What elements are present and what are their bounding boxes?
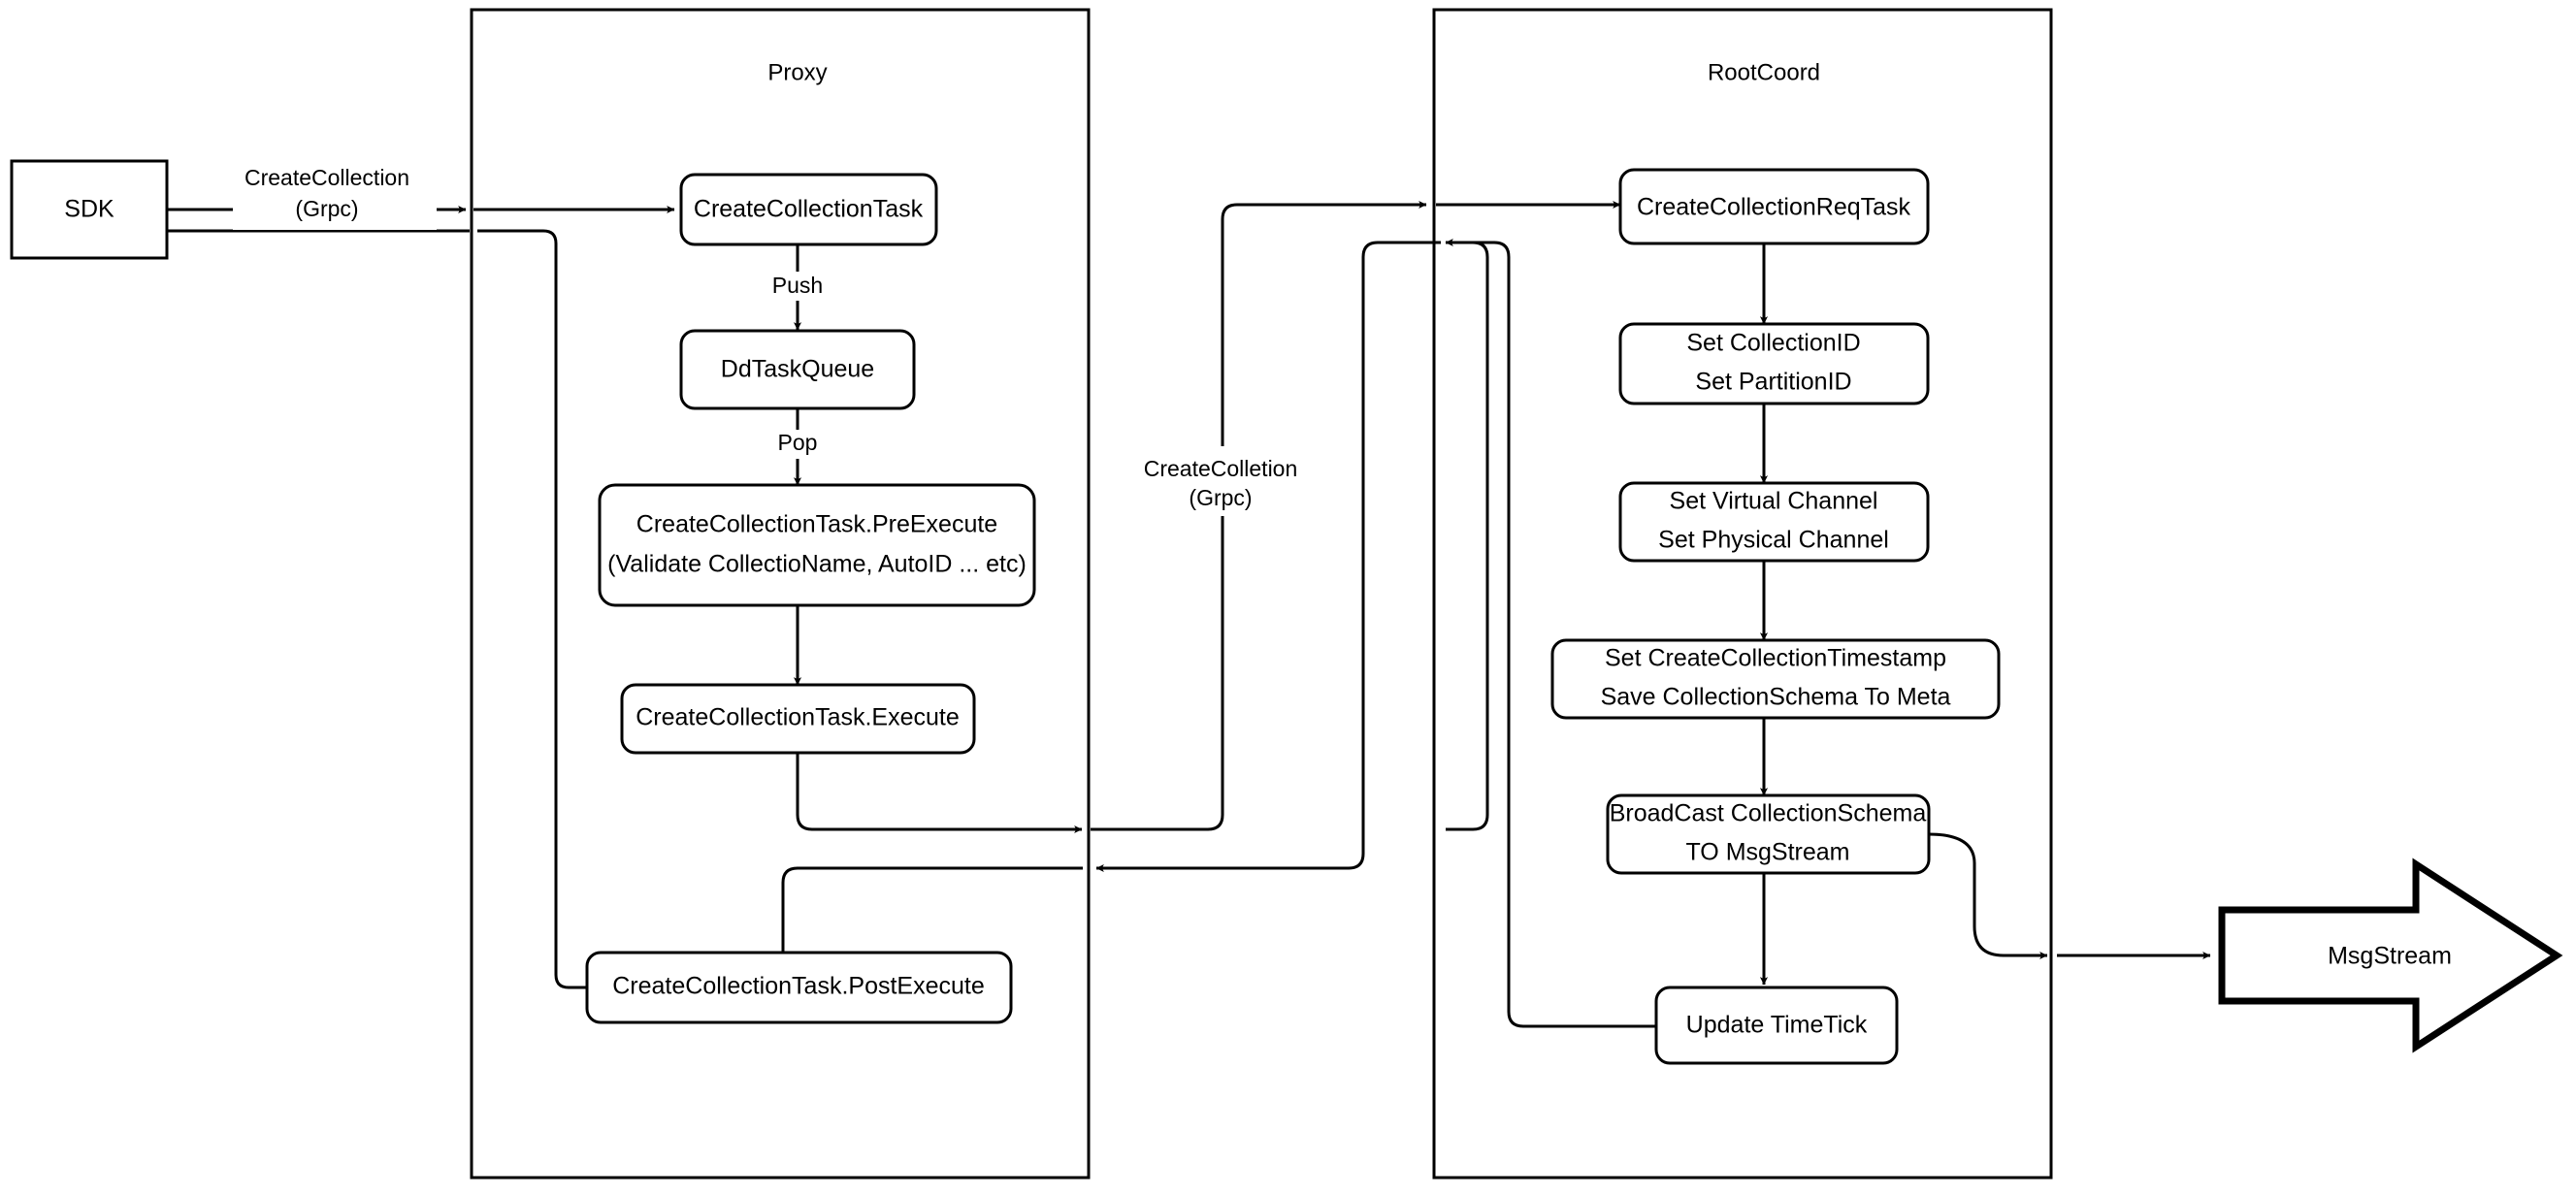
set-channels-label-line1: Set Virtual Channel <box>1670 488 1878 515</box>
node-set-ids[interactable]: Set CollectionID Set PartitionID <box>1618 322 1930 405</box>
node-dd-task-queue[interactable]: DdTaskQueue <box>679 329 916 410</box>
rootcoord-container-title: RootCoord <box>1708 59 1820 85</box>
sdk-label: SDK <box>64 196 114 223</box>
node-update-timetick[interactable]: Update TimeTick <box>1654 986 1899 1065</box>
set-ids-label-line2: Set PartitionID <box>1695 369 1851 396</box>
node-create-collection-req-task[interactable]: CreateCollectionReqTask <box>1618 168 1930 245</box>
edge-broadcast-to-msgstream-segment1 <box>1928 832 2048 960</box>
set-ids-label-line1: Set CollectionID <box>1686 330 1860 357</box>
edge-response-to-postexecute <box>778 866 1083 971</box>
set-ids-rect <box>1618 322 1930 405</box>
pre-execute-label-line2: (Validate CollectioName, AutoID ... etc) <box>607 551 1027 578</box>
push-label: Push <box>772 273 823 298</box>
broadcast-label-line1: BroadCast CollectionSchema <box>1610 800 1927 827</box>
edge-timetick-back-up <box>1493 241 1656 1028</box>
execute-label: CreateCollectionTask.Execute <box>636 704 960 731</box>
edge-proxy-to-rootcoord-request <box>1091 200 1427 831</box>
dd-task-queue-label: DdTaskQueue <box>721 356 874 383</box>
edge-timetick-up-to-rootcoord-boundary <box>1446 241 1489 831</box>
set-meta-rect <box>1550 638 2001 720</box>
node-pre-execute[interactable]: CreateCollectionTask.PreExecute (Validat… <box>598 483 1036 607</box>
label-knockout-2 <box>1121 446 1329 516</box>
edge-postexecute-to-boundary <box>477 229 587 989</box>
proxy-to-rootcoord-label-line1: CreateColletion <box>1144 456 1298 481</box>
edge-rootcoord-to-proxy-response <box>1095 241 1441 873</box>
edge-label-sdk-to-proxy: CreateCollection (Grpc) <box>233 160 437 230</box>
create-collection-task-rect <box>679 173 938 246</box>
broadcast-rect <box>1606 793 1931 875</box>
update-timetick-label: Update TimeTick <box>1686 1012 1868 1039</box>
proxy-to-rootcoord-label-line2: (Grpc) <box>1189 485 1252 510</box>
pre-execute-rect <box>598 483 1036 607</box>
create-collection-req-task-rect <box>1618 168 1930 245</box>
node-create-collection-task[interactable]: CreateCollectionTask <box>679 173 938 246</box>
label-knockout-1 <box>233 160 437 230</box>
execute-rect <box>620 683 976 755</box>
msgstream-label: MsgStream <box>2328 943 2452 970</box>
node-msgstream[interactable]: MsgStream <box>2218 857 2563 1053</box>
msgstream-block-arrow-shape <box>2218 857 2563 1053</box>
dd-task-queue-rect <box>679 329 916 410</box>
edge-label-proxy-to-rootcoord: CreateColletion (Grpc) <box>1121 446 1329 516</box>
node-set-channels[interactable]: Set Virtual Channel Set Physical Channel <box>1618 481 1930 563</box>
node-execute[interactable]: CreateCollectionTask.Execute <box>620 683 976 755</box>
node-set-meta[interactable]: Set CreateCollectionTimestamp Save Colle… <box>1550 638 2001 720</box>
sdk-to-proxy-label-line2: (Grpc) <box>295 196 358 221</box>
edge-label-pop: Pop <box>764 430 831 459</box>
post-execute-rect <box>585 951 1013 1024</box>
set-channels-label-line2: Set Physical Channel <box>1658 527 1889 554</box>
pre-execute-label-line1: CreateCollectionTask.PreExecute <box>636 511 997 538</box>
set-meta-label-line1: Set CreateCollectionTimestamp <box>1605 645 1946 672</box>
label-knockout-pop <box>764 430 831 459</box>
post-execute-label: CreateCollectionTask.PostExecute <box>612 973 985 1000</box>
node-broadcast[interactable]: BroadCast CollectionSchema TO MsgStream <box>1606 793 1931 875</box>
update-timetick-rect <box>1654 986 1899 1065</box>
proxy-container-title: Proxy <box>767 59 827 85</box>
create-collection-req-task-label: CreateCollectionReqTask <box>1637 194 1911 221</box>
label-knockout-push <box>759 272 836 301</box>
set-channels-rect <box>1618 481 1930 563</box>
node-sdk[interactable]: SDK <box>10 159 169 260</box>
create-collection-task-label: CreateCollectionTask <box>694 196 924 223</box>
edge-label-push: Push <box>759 272 836 301</box>
sdk-rect <box>10 159 169 260</box>
sdk-to-proxy-label-line1: CreateCollection <box>245 165 409 190</box>
broadcast-label-line2: TO MsgStream <box>1685 839 1849 866</box>
set-meta-label-line2: Save CollectionSchema To Meta <box>1601 684 1951 711</box>
node-post-execute[interactable]: CreateCollectionTask.PostExecute <box>585 951 1013 1024</box>
edge-execute-to-proxy-boundary <box>796 752 1083 834</box>
pop-label: Pop <box>778 430 818 455</box>
